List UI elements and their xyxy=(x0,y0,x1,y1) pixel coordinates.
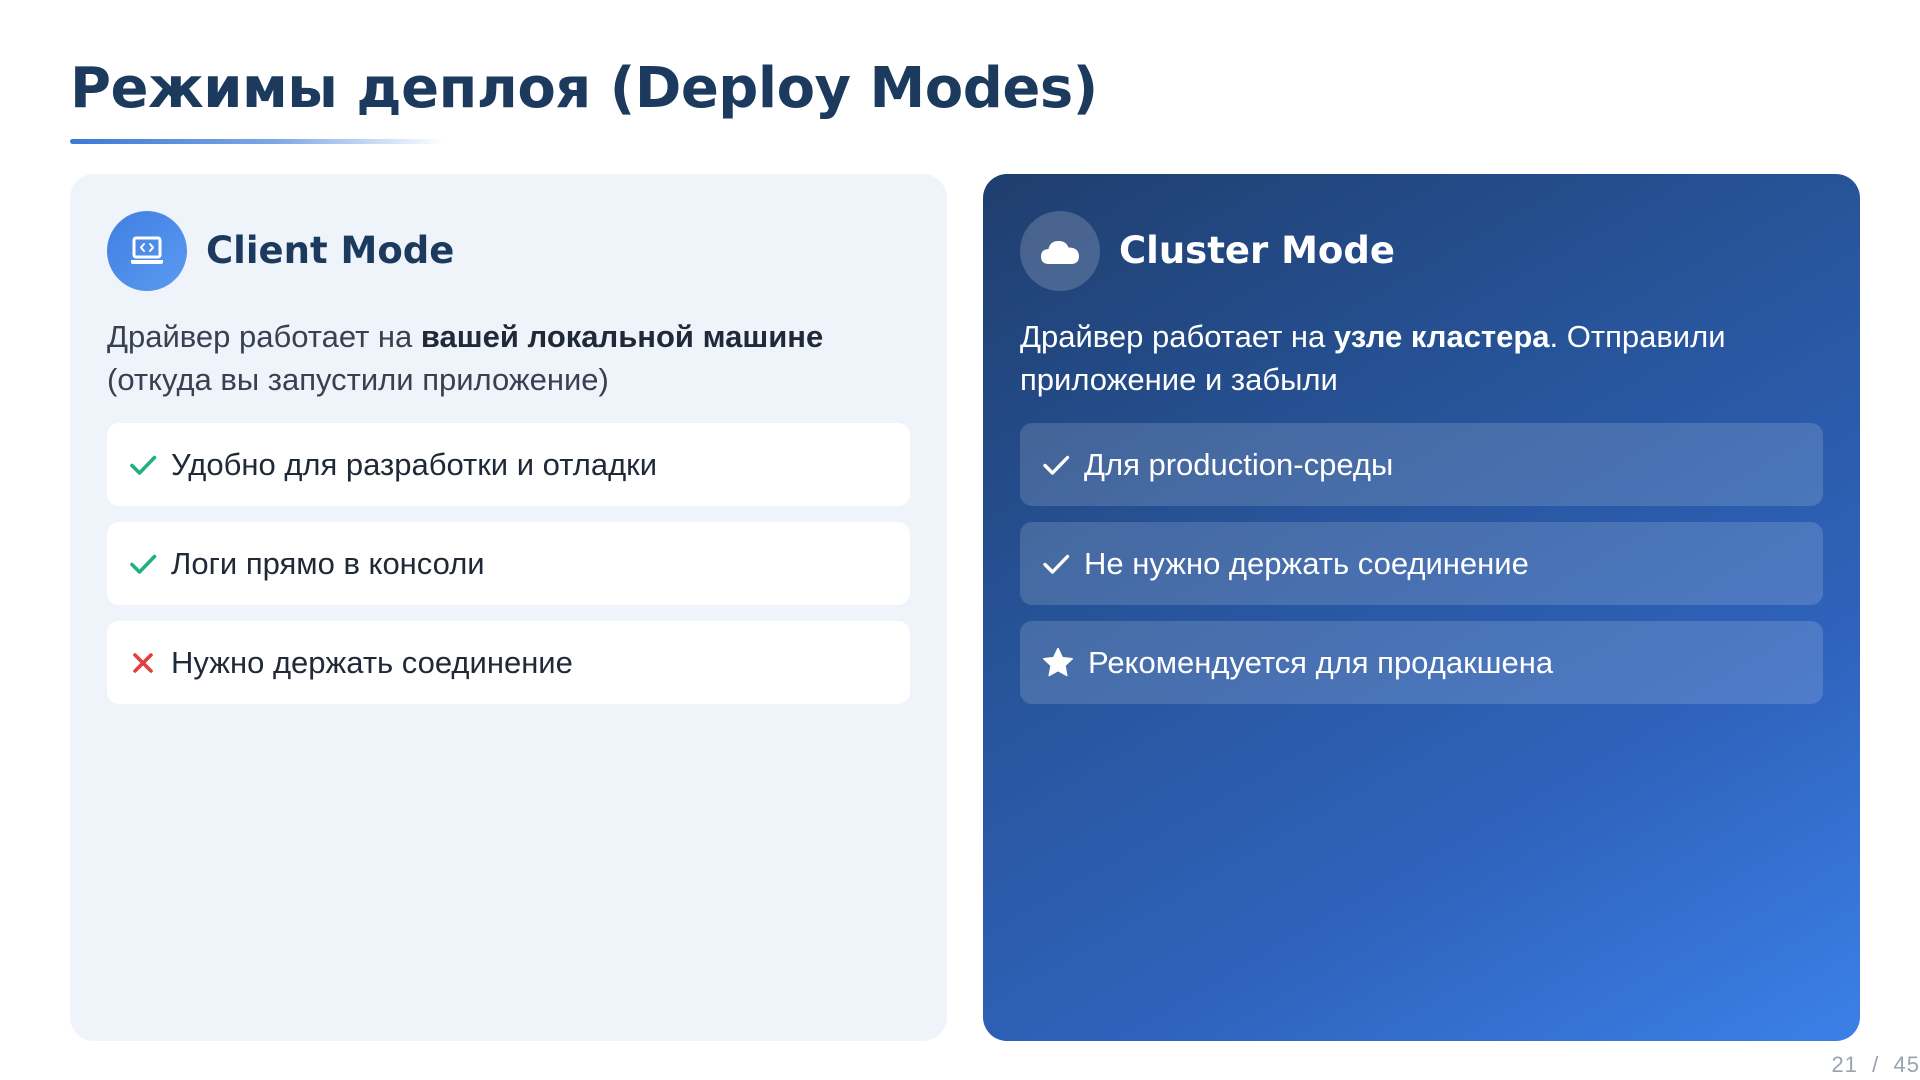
list-item-text: Удобно для разработки и отладки xyxy=(171,446,658,482)
list-item: Рекомендуется для продакшена xyxy=(1020,621,1823,704)
cluster-mode-list: Для production-среды Не нужно держать со… xyxy=(1020,423,1823,704)
cluster-mode-description: Драйвер работает на узле кластера. Отпра… xyxy=(1020,319,1726,397)
list-item: Логи прямо в консоли xyxy=(107,522,910,605)
list-item-text: Не нужно держать соединение xyxy=(1084,545,1529,581)
list-item-text: Нужно держать соединение xyxy=(171,644,573,680)
laptop-code-icon xyxy=(107,211,187,291)
cross-icon xyxy=(127,647,159,679)
cloud-icon xyxy=(1020,211,1100,291)
client-mode-header: Client Mode xyxy=(107,211,910,291)
list-item: Удобно для разработки и отладки xyxy=(107,423,910,506)
client-mode-description: Драйвер работает на вашей локальной маши… xyxy=(107,319,824,397)
check-icon xyxy=(127,548,159,580)
check-icon xyxy=(1040,449,1072,481)
check-icon xyxy=(127,449,159,481)
list-item: Не нужно держать соединение xyxy=(1020,522,1823,605)
client-mode-list: Удобно для разработки и отладки Логи пря… xyxy=(107,423,910,704)
list-item-text: Логи прямо в консоли xyxy=(171,545,485,581)
star-icon xyxy=(1040,647,1076,679)
cluster-mode-card: Cluster Mode Драйвер работает на узле кл… xyxy=(983,174,1860,1041)
client-mode-card: Client Mode Драйвер работает на вашей ло… xyxy=(70,174,947,1041)
client-mode-title: Client Mode xyxy=(206,229,455,272)
page-number: 21 / 45 xyxy=(1831,1052,1920,1077)
cluster-mode-header: Cluster Mode xyxy=(1020,211,1823,291)
list-item-text: Для production-среды xyxy=(1084,446,1394,482)
cluster-mode-title: Cluster Mode xyxy=(1119,229,1395,272)
title-underline xyxy=(70,139,445,144)
list-item: Нужно держать соединение xyxy=(107,621,910,704)
check-icon xyxy=(1040,548,1072,580)
list-item-text: Рекомендуется для продакшена xyxy=(1088,644,1554,680)
list-item: Для production-среды xyxy=(1020,423,1823,506)
slide-title: Режимы деплоя (Deploy Modes) xyxy=(70,56,1098,121)
